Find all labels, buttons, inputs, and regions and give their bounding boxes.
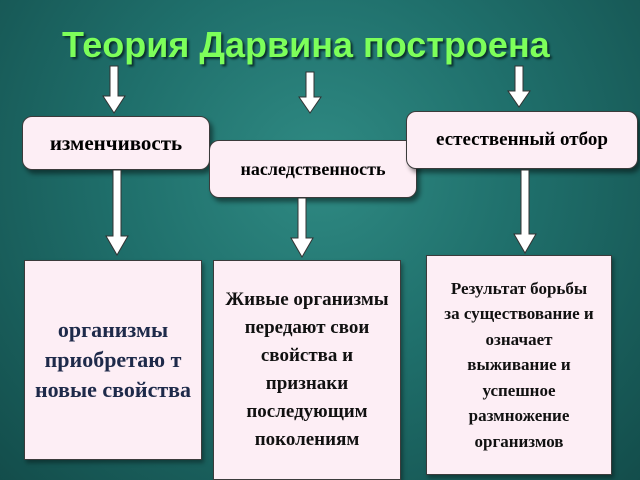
- description-natural-selection: Результат борьбы за существование и озна…: [426, 255, 612, 475]
- slide-title: Теория Дарвина построена: [62, 24, 550, 65]
- factor-natural-selection-label: естественный отбор: [436, 129, 608, 150]
- description-natural-selection-text: Результат борьбы за существование и озна…: [444, 278, 594, 451]
- arrow-title-to-selection: [507, 65, 531, 108]
- description-variability-text: организмы приобретаю т новые свойства: [34, 317, 192, 402]
- arrow-selection-to-description: [513, 169, 537, 254]
- arrow-title-to-heredity: [298, 71, 322, 114]
- factor-variability: изменчивость: [22, 116, 210, 170]
- description-heredity: Живые организмы передают свои свойства и…: [213, 260, 401, 480]
- arrow-title-to-variability: [102, 65, 126, 114]
- arrow-variability-to-description: [105, 169, 129, 256]
- factor-variability-label: изменчивость: [49, 130, 183, 155]
- description-variability: организмы приобретаю т новые свойства: [24, 260, 202, 460]
- arrow-heredity-to-description: [290, 197, 314, 258]
- factor-natural-selection: естественный отбор: [406, 111, 638, 169]
- description-heredity-text: Живые организмы передают свои свойства и…: [225, 289, 389, 450]
- factor-heredity-label: наследственность: [240, 158, 386, 179]
- factor-heredity: наследственность: [209, 140, 417, 198]
